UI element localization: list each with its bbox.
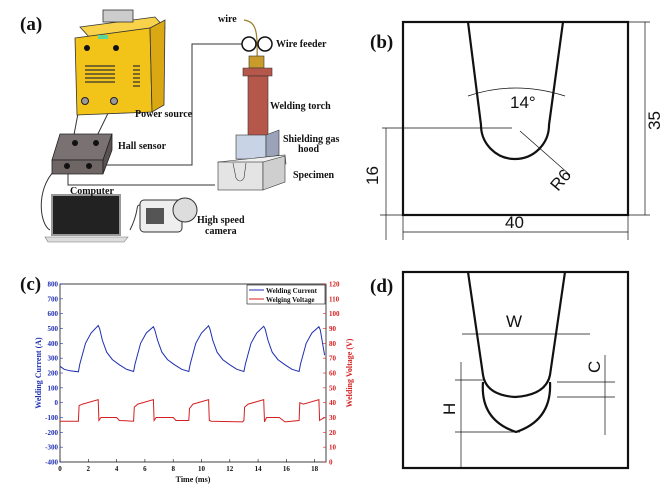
y2-tick-label: 0 bbox=[329, 459, 333, 467]
y2-tick-label: 120 bbox=[329, 281, 340, 289]
panel-b: (b) 14° R6 35 16 40 bbox=[363, 20, 664, 240]
power-source bbox=[74, 9, 166, 116]
cables bbox=[40, 43, 242, 231]
specimen-outline bbox=[401, 20, 630, 217]
y-tick-label: 300 bbox=[48, 355, 59, 363]
height-label: 35 bbox=[645, 111, 664, 130]
x-tick-label: 2 bbox=[87, 465, 91, 473]
y-tick-label: -200 bbox=[45, 429, 58, 437]
camera-icon bbox=[139, 197, 198, 233]
x-tick-label: 18 bbox=[311, 465, 319, 473]
y2-tick-label: 30 bbox=[329, 414, 337, 422]
panel-a-label: (a) bbox=[20, 14, 42, 35]
y2-tick-label: 100 bbox=[329, 310, 340, 318]
groove-profile bbox=[466, 21, 565, 161]
label-specimen: Specimen bbox=[293, 170, 335, 181]
groove-profile-d bbox=[466, 271, 567, 399]
label-shielding-gas: Shielding gas bbox=[283, 134, 340, 145]
legend-voltage: Welging Voltage bbox=[266, 296, 314, 304]
x-tick-label: 12 bbox=[226, 465, 234, 473]
y2-tick-label: 80 bbox=[329, 340, 337, 348]
y-tick-label: 600 bbox=[48, 310, 59, 318]
h-label: H bbox=[440, 403, 459, 415]
y-tick-label: -400 bbox=[45, 459, 58, 467]
label-camera: camera bbox=[205, 226, 237, 237]
x-tick-label: 6 bbox=[143, 465, 147, 473]
y2-tick-label: 110 bbox=[329, 295, 340, 303]
depth-label: 16 bbox=[363, 166, 382, 185]
x-tick-label: 8 bbox=[171, 465, 175, 473]
width-label: 40 bbox=[505, 213, 524, 232]
x-tick-label: 16 bbox=[283, 465, 291, 473]
label-power-source: Power source bbox=[135, 109, 193, 120]
x-axis-title: Time (ms) bbox=[176, 475, 211, 484]
x-tick-label: 10 bbox=[198, 465, 206, 473]
y2-tick-label: 10 bbox=[329, 444, 337, 452]
y2-axis-title: Welding Voltage (V) bbox=[345, 338, 354, 407]
label-wire: wire bbox=[218, 14, 237, 25]
panel-d-label: (d) bbox=[370, 276, 393, 297]
dimension-lines-d bbox=[455, 333, 615, 468]
radius-label: R6 bbox=[547, 166, 576, 195]
series-group bbox=[59, 324, 326, 423]
y-tick-label: -100 bbox=[45, 414, 58, 422]
panel-c-label: (c) bbox=[20, 274, 41, 295]
label-wire-feeder: Wire feeder bbox=[276, 39, 327, 50]
legend: Welding Current Welging Voltage bbox=[246, 284, 326, 305]
label-welding-torch: Welding torch bbox=[270, 101, 331, 112]
c-label: C bbox=[585, 361, 604, 373]
y-tick-label: 100 bbox=[48, 384, 59, 392]
angle-arc bbox=[467, 87, 566, 97]
welding-torch bbox=[242, 67, 273, 137]
y-tick-label: 200 bbox=[48, 370, 59, 378]
x-tick-label: 4 bbox=[115, 465, 119, 473]
specimen-outline-d bbox=[401, 270, 630, 470]
label-computer: Computer bbox=[70, 186, 114, 197]
y-tick-label: 500 bbox=[48, 325, 59, 333]
y2-tick-label: 20 bbox=[329, 429, 337, 437]
shielding-gas-hood bbox=[235, 129, 280, 160]
label-hall-sensor: Hall sensor bbox=[118, 141, 167, 152]
hall-sensor bbox=[51, 133, 113, 175]
dimension-lines bbox=[380, 21, 650, 240]
y2-tick-label: 70 bbox=[329, 355, 337, 363]
angle-label: 14° bbox=[510, 93, 536, 112]
x-tick-label: 14 bbox=[255, 465, 263, 473]
panel-d: (d) W C H bbox=[370, 270, 630, 470]
y-tick-label: 800 bbox=[48, 281, 59, 289]
legend-current: Welding Current bbox=[266, 287, 318, 295]
y2-tick-label: 40 bbox=[329, 399, 337, 407]
label-hood: hood bbox=[298, 144, 320, 155]
plot-area bbox=[59, 283, 327, 463]
y-tick-label: -300 bbox=[45, 444, 58, 452]
y-tick-label: 400 bbox=[48, 340, 59, 348]
laptop-icon bbox=[44, 194, 129, 243]
voltage-series-line bbox=[60, 399, 325, 423]
specimen bbox=[217, 154, 287, 191]
x-tick-label: 0 bbox=[58, 465, 62, 473]
label-high-speed: High speed bbox=[197, 215, 245, 226]
y2-tick-label: 90 bbox=[329, 325, 337, 333]
y-tick-label: 700 bbox=[48, 295, 59, 303]
w-label: W bbox=[506, 312, 522, 331]
wire-feeder bbox=[241, 19, 273, 69]
y-axis-title: Welding Current (A) bbox=[34, 337, 43, 409]
y2-tick-label: 60 bbox=[329, 370, 337, 378]
panel-a: (a) bbox=[20, 9, 340, 243]
y-tick-label: 0 bbox=[55, 399, 59, 407]
panel-b-label: (b) bbox=[370, 32, 393, 53]
current-series-line bbox=[59, 324, 326, 373]
y2-tick-label: 50 bbox=[329, 384, 337, 392]
